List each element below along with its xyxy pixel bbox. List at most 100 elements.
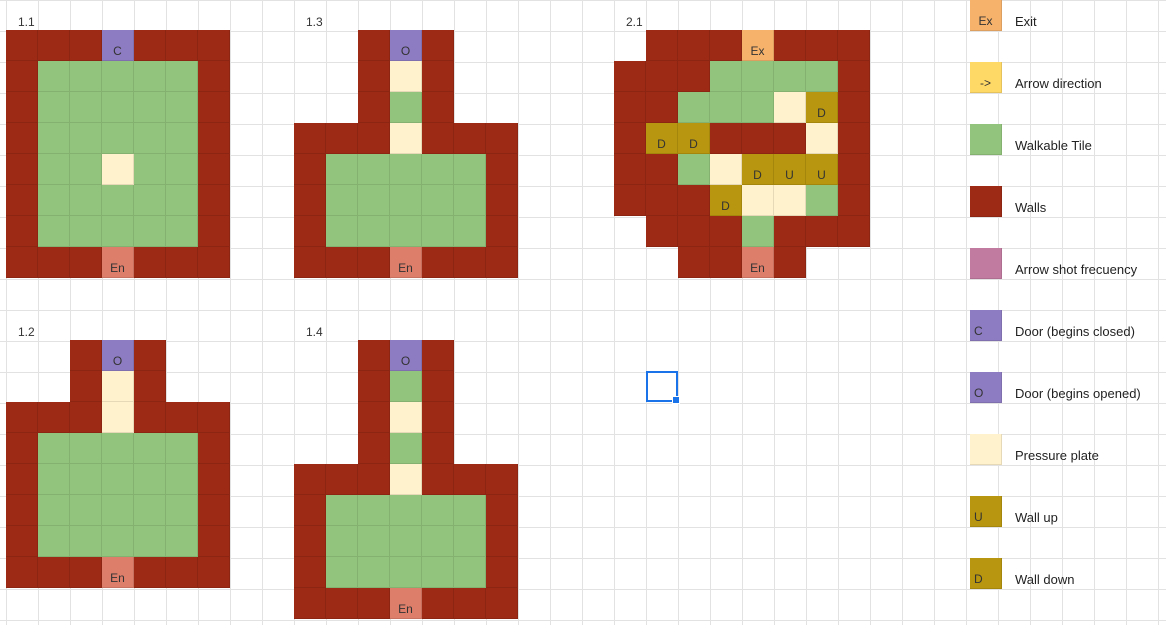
- wall-tile[interactable]: [646, 216, 678, 247]
- wall-tile[interactable]: [422, 247, 454, 278]
- wall-tile[interactable]: [198, 61, 230, 92]
- walkable-tile[interactable]: [166, 526, 198, 557]
- door-tile[interactable]: O: [102, 340, 134, 371]
- wall-tile[interactable]: [838, 185, 870, 216]
- walkable-tile[interactable]: [326, 557, 358, 588]
- walkable-tile[interactable]: [102, 185, 134, 216]
- walkable-tile[interactable]: [326, 495, 358, 526]
- walkable-tile[interactable]: [454, 185, 486, 216]
- wall-switch-tile[interactable]: D: [646, 123, 678, 154]
- walkable-tile[interactable]: [358, 154, 390, 185]
- walkable-tile[interactable]: [38, 154, 70, 185]
- legend-swatch[interactable]: O: [970, 372, 1002, 403]
- wall-tile[interactable]: [646, 92, 678, 123]
- wall-tile[interactable]: [422, 123, 454, 154]
- wall-tile[interactable]: [134, 340, 166, 371]
- walkable-tile[interactable]: [390, 495, 422, 526]
- wall-tile[interactable]: [198, 247, 230, 278]
- wall-tile[interactable]: [486, 557, 518, 588]
- wall-tile[interactable]: [134, 247, 166, 278]
- walkable-tile[interactable]: [742, 61, 774, 92]
- walkable-tile[interactable]: [422, 216, 454, 247]
- wall-tile[interactable]: [166, 30, 198, 61]
- wall-tile[interactable]: [198, 495, 230, 526]
- wall-tile[interactable]: [70, 371, 102, 402]
- walkable-tile[interactable]: [678, 154, 710, 185]
- exit-tile[interactable]: Ex: [742, 30, 774, 61]
- wall-tile[interactable]: [614, 61, 646, 92]
- walkable-tile[interactable]: [38, 216, 70, 247]
- walkable-tile[interactable]: [390, 557, 422, 588]
- pressure-plate-tile[interactable]: [102, 154, 134, 185]
- legend-swatch[interactable]: [970, 248, 1002, 279]
- pressure-plate-tile[interactable]: [390, 123, 422, 154]
- wall-tile[interactable]: [198, 433, 230, 464]
- walkable-tile[interactable]: [678, 92, 710, 123]
- walkable-tile[interactable]: [166, 185, 198, 216]
- wall-tile[interactable]: [454, 247, 486, 278]
- wall-tile[interactable]: [358, 464, 390, 495]
- wall-tile[interactable]: [646, 154, 678, 185]
- wall-tile[interactable]: [486, 154, 518, 185]
- wall-tile[interactable]: [774, 247, 806, 278]
- wall-tile[interactable]: [614, 185, 646, 216]
- walkable-tile[interactable]: [38, 92, 70, 123]
- wall-tile[interactable]: [198, 123, 230, 154]
- wall-tile[interactable]: [806, 216, 838, 247]
- wall-tile[interactable]: [358, 30, 390, 61]
- legend-swatch[interactable]: Ex: [970, 0, 1002, 31]
- wall-tile[interactable]: [486, 526, 518, 557]
- wall-tile[interactable]: [198, 92, 230, 123]
- walkable-tile[interactable]: [70, 526, 102, 557]
- walkable-tile[interactable]: [326, 185, 358, 216]
- wall-tile[interactable]: [358, 247, 390, 278]
- wall-switch-tile[interactable]: D: [678, 123, 710, 154]
- wall-tile[interactable]: [358, 371, 390, 402]
- walkable-tile[interactable]: [70, 154, 102, 185]
- walkable-tile[interactable]: [38, 495, 70, 526]
- wall-tile[interactable]: [38, 30, 70, 61]
- walkable-tile[interactable]: [454, 495, 486, 526]
- walkable-tile[interactable]: [454, 526, 486, 557]
- walkable-tile[interactable]: [806, 61, 838, 92]
- pressure-plate-tile[interactable]: [102, 402, 134, 433]
- wall-tile[interactable]: [6, 495, 38, 526]
- walkable-tile[interactable]: [422, 557, 454, 588]
- wall-tile[interactable]: [454, 588, 486, 619]
- wall-switch-tile[interactable]: U: [806, 154, 838, 185]
- walkable-tile[interactable]: [454, 216, 486, 247]
- wall-tile[interactable]: [422, 340, 454, 371]
- wall-tile[interactable]: [358, 433, 390, 464]
- wall-tile[interactable]: [166, 402, 198, 433]
- walkable-tile[interactable]: [70, 185, 102, 216]
- wall-tile[interactable]: [422, 371, 454, 402]
- wall-tile[interactable]: [134, 371, 166, 402]
- wall-tile[interactable]: [454, 464, 486, 495]
- legend-swatch[interactable]: ->: [970, 62, 1002, 93]
- walkable-tile[interactable]: [422, 495, 454, 526]
- walkable-tile[interactable]: [102, 61, 134, 92]
- wall-tile[interactable]: [70, 247, 102, 278]
- walkable-tile[interactable]: [390, 433, 422, 464]
- wall-tile[interactable]: [486, 216, 518, 247]
- wall-tile[interactable]: [422, 30, 454, 61]
- pressure-plate-tile[interactable]: [774, 92, 806, 123]
- walkable-tile[interactable]: [38, 123, 70, 154]
- wall-tile[interactable]: [134, 557, 166, 588]
- walkable-tile[interactable]: [358, 495, 390, 526]
- wall-tile[interactable]: [742, 123, 774, 154]
- walkable-tile[interactable]: [70, 61, 102, 92]
- walkable-tile[interactable]: [134, 123, 166, 154]
- walkable-tile[interactable]: [390, 154, 422, 185]
- wall-tile[interactable]: [294, 123, 326, 154]
- wall-tile[interactable]: [678, 216, 710, 247]
- legend-swatch[interactable]: D: [970, 558, 1002, 589]
- wall-tile[interactable]: [614, 92, 646, 123]
- wall-tile[interactable]: [294, 216, 326, 247]
- walkable-tile[interactable]: [102, 433, 134, 464]
- walkable-tile[interactable]: [102, 464, 134, 495]
- walkable-tile[interactable]: [134, 433, 166, 464]
- wall-tile[interactable]: [486, 588, 518, 619]
- wall-tile[interactable]: [646, 61, 678, 92]
